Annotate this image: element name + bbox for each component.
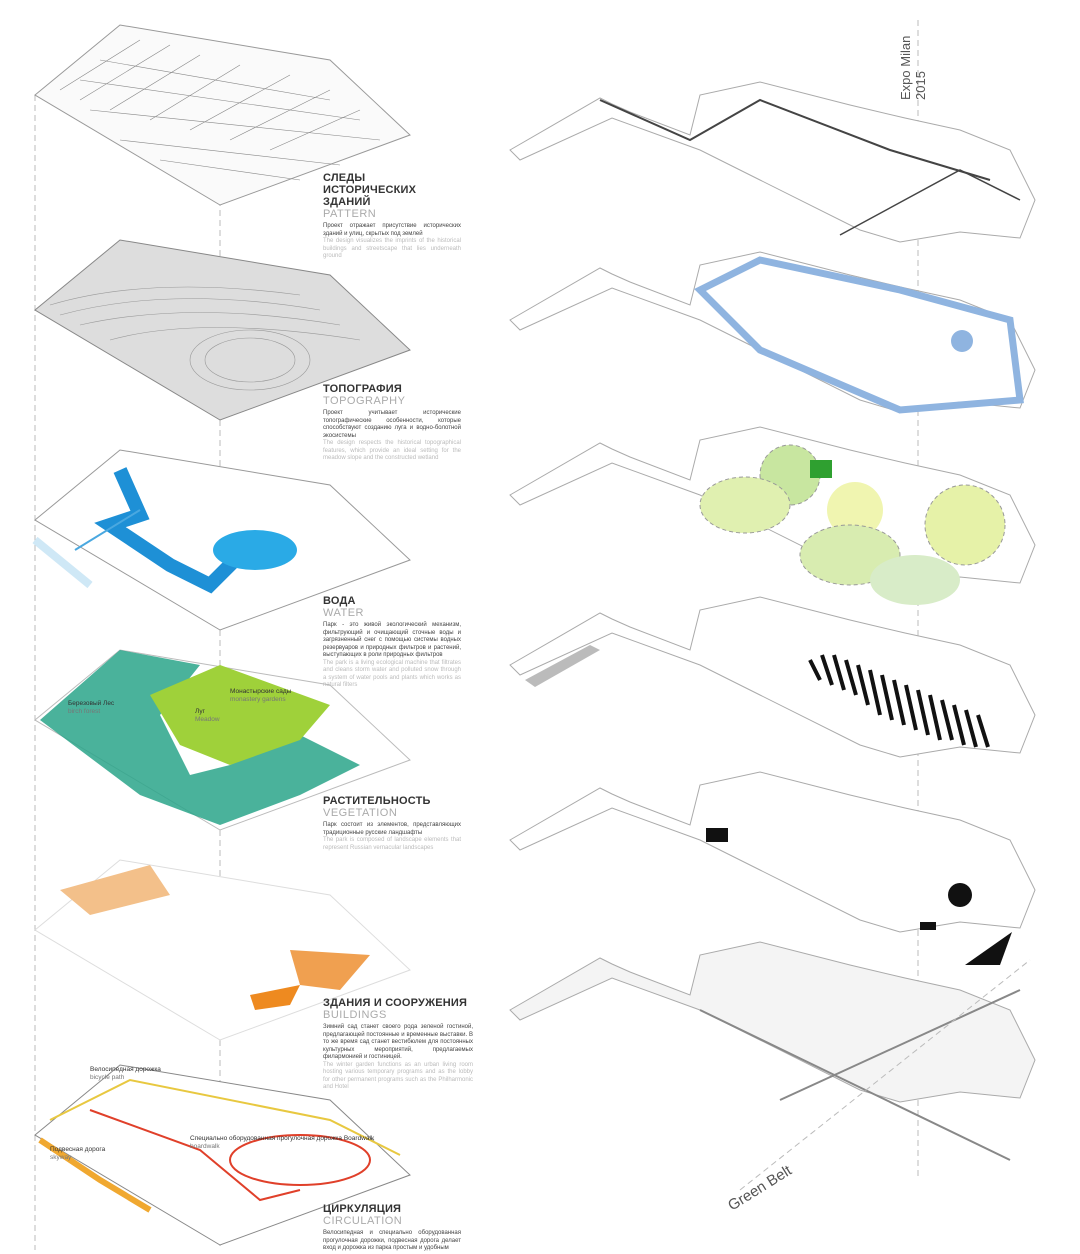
map-vegetation [34,649,411,831]
section-title-ru: ТОПОГРАФИЯ [323,383,402,395]
section-text-en: The park is a living ecological machine … [323,659,461,689]
section-title-ru: ЗДАНИЯ И СООРУЖЕНИЯ [323,997,468,1009]
map-pattern [34,24,411,206]
section-title-ru: РАСТИТЕЛЬНОСТЬ [323,795,431,807]
section-title-en: TOPOGRAPHY [323,395,406,407]
section-title-ru: ВОДА [323,595,356,607]
map-buildings [34,859,411,1041]
plan-landmarks [509,771,1036,965]
section-title-en: PATTERN [323,208,377,220]
section-circulation: ЦИРКУЛЯЦИЯ CIRCULATION Велосипедная и сп… [323,1203,461,1253]
section-text-ru: Проект отражает присутствие исторических… [323,223,461,237]
section-title-ru: СЛЕДЫ ИСТОРИЧЕСКИХ ЗДАНИЙ [323,172,417,208]
map-circulation [34,1064,411,1246]
plan-green-belt [509,941,1036,1191]
section-text-ru: Проект учитывает исторические топографич… [323,410,461,439]
section-title-en: VEGETATION [323,807,398,819]
section-text-ru: Зимний сад станет своего рода зеленой го… [323,1024,473,1060]
plan-circulation [509,81,1036,243]
section-pattern: СЛЕДЫ ИСТОРИЧЕСКИХ ЗДАНИЙ PATTERN Проект… [323,172,461,261]
section-buildings: ЗДАНИЯ И СООРУЖЕНИЯ BUILDINGS Зимний сад… [323,997,473,1092]
label-boardwalk: Специально оборудованная прогулочная дор… [190,1135,375,1150]
section-title-en: BUILDINGS [323,1009,387,1021]
section-text-en: The winter garden functions as an urban … [323,1061,473,1091]
section-vegetation: РАСТИТЕЛЬНОСТЬ VEGETATION Парк состоит и… [323,795,461,852]
expo-milan-label: Expo Milan 2015 [898,36,928,100]
expo-line1: Expo Milan [898,35,913,100]
plan-vegetation [509,426,1036,605]
section-water: ВОДА WATER Парк - это живой экологически… [323,595,461,690]
expo-line2: 2015 [913,71,928,100]
section-title-en: CIRCULATION [323,1215,403,1227]
section-text-ru: Велосипедная и специально оборудованная … [323,1230,461,1251]
section-text-en: The park is composed of landscape elemen… [323,837,461,851]
map-topography [34,239,411,421]
section-text-en: The design respects the historical topog… [323,440,461,461]
section-title-ru: ЦИРКУЛЯЦИЯ [323,1203,402,1215]
plan-water [509,251,1036,414]
map-water [32,449,411,631]
section-title-en: WATER [323,607,364,619]
section-text-en: The design visualizes the imprints of th… [323,238,461,259]
plan-buildings [509,596,1036,758]
section-text-ru: Парк - это живой экологический механизм,… [323,622,461,658]
section-text-ru: Парк состоит из элементов, представляющи… [323,822,461,836]
section-topography: ТОПОГРАФИЯ TOPOGRAPHY Проект учитывает и… [323,383,461,463]
